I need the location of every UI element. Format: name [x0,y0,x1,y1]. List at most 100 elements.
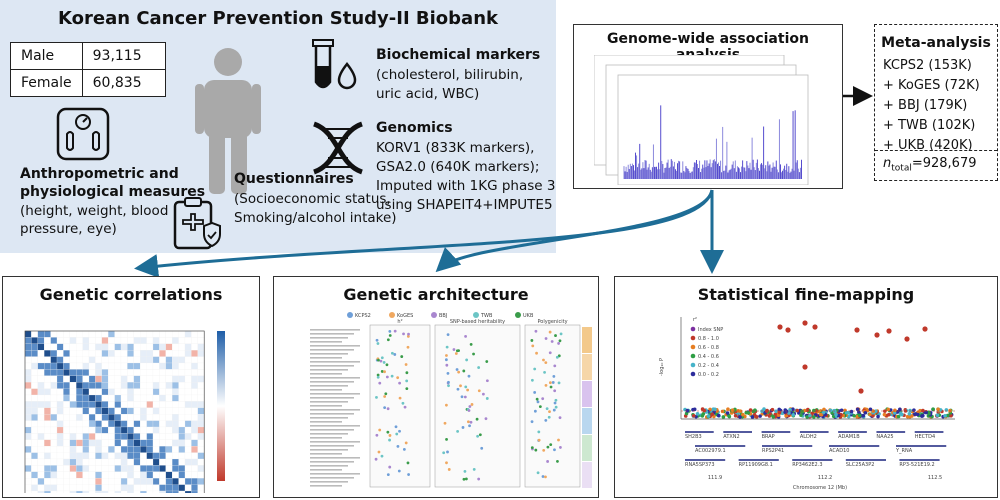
heatmap-cell [50,337,58,344]
heatmap-cell [184,420,192,428]
heatmap-cell [159,420,166,428]
snp-point [800,409,804,414]
heatmap-cell [159,414,166,421]
heatmap-cell [82,471,90,479]
heatmap-cell [152,490,160,493]
heatmap-cell [76,458,83,466]
forest-point [444,358,448,362]
meta-item-ukb: + UKB (420K) [883,138,973,153]
legend-label: KoGES [397,313,413,319]
heatmap-cell [56,407,64,415]
heatmap-cell [63,452,70,460]
heatmap-cell [114,452,122,460]
snp-point [868,412,872,417]
forest-point [405,371,409,375]
heatmap-cell [101,330,109,338]
legend-label: 0.8 - 1.0 [698,336,719,342]
heatmap-cell [133,394,141,402]
row-label-placeholder [310,441,360,443]
heatmap-cell [56,343,64,351]
heatmap-cell [63,465,70,472]
heatmap-cell [133,362,141,370]
forest-point [380,370,384,373]
snp-point [784,414,788,418]
heatmap-cell [140,330,147,338]
heatmap-cell [24,362,32,370]
forest-point [380,454,384,458]
heatmap-cell [108,439,115,447]
heatmap-cell [165,414,173,421]
heatmap-cell [114,382,122,389]
heatmap-cell [37,394,45,402]
heatmap-cell [172,401,179,408]
heatmap-cell [44,471,51,479]
heatmap-cell [159,484,166,492]
heatmap-cell [133,356,141,364]
heatmap-cell [37,356,45,364]
heatmap-cell [178,388,186,396]
heatmap-cell [24,350,32,357]
snp-point [752,412,757,417]
heatmap-cell [69,484,77,492]
heatmap-cell [101,356,109,364]
heatmap-cell [165,446,173,453]
biobank-panel: Korean Cancer Prevention Study-II Bioban… [0,0,556,253]
forest-point [388,334,392,337]
forest-point [400,355,404,358]
heatmap-cell [146,382,154,389]
heatmap-cell [133,350,141,357]
heatmap-cell [44,362,51,370]
forest-point [469,342,473,346]
heatmap-cell [178,452,186,460]
heatmap-cell [146,490,154,493]
forest-point [406,461,410,465]
heatmap-cell [108,446,115,453]
snp-point [839,408,844,413]
row-label-placeholder [310,345,360,347]
heatmap-cell [101,426,109,434]
heatmap-cell [120,484,128,492]
heatmap-cell [140,356,147,364]
clipboard-icon [173,197,221,250]
snp-point [746,411,751,415]
heatmap-cell [101,375,109,383]
heatmap-cell [63,420,70,428]
heatmap-cell [197,446,205,453]
heatmap-cell [184,401,192,408]
heatmap-cell [159,356,166,364]
heatmap-cell [146,420,154,428]
heatmap-cell [127,414,134,421]
heatmap-cell [133,369,141,376]
legend-label: 0.0 - 0.2 [698,372,719,378]
heatmap-cell [31,343,38,351]
snp-point [892,411,897,415]
heatmap-cell [172,471,179,479]
arrow-to-architecture [435,189,714,273]
heatmap-cell [191,478,198,485]
heatmap-cell [95,439,102,447]
heatmap-cell [31,471,38,479]
legend-label: 0.6 - 0.8 [698,345,719,351]
heatmap-cell [140,484,147,492]
row-label-placeholder [310,361,360,363]
row-label-placeholder [310,469,342,471]
heatmap-cell [152,350,160,357]
heatmap-cell [95,356,102,364]
heatmap-cell [152,407,160,415]
snp-point [883,409,887,413]
forest-point [544,475,547,479]
heatmap-cell [114,343,122,351]
heatmap-cell [37,401,45,408]
heatmap-cell [178,362,186,370]
heatmap-cell [88,330,96,338]
row-label-placeholder [310,477,354,479]
heatmap-cell [120,458,128,466]
heatmap-cell [152,388,160,396]
heatmap-cell [152,426,160,434]
heatmap-cell [165,375,173,383]
heatmap-cell [133,375,141,383]
heatmap-cell [197,420,205,428]
forest-point [549,385,553,389]
heatmap-cell [165,439,173,447]
forest-point [557,342,560,345]
